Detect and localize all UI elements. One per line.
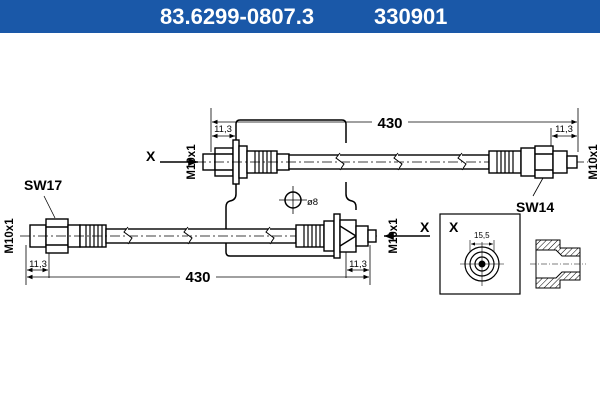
reference-number: 330901 xyxy=(374,4,448,29)
port-section-detail xyxy=(530,239,586,289)
upper-wrench-size: SW14 xyxy=(516,199,554,215)
upper-view-marker: X xyxy=(146,148,156,164)
upper-hose xyxy=(160,108,588,197)
lower-thread-left: M10x1 xyxy=(4,218,16,254)
lower-wrench-size: SW17 xyxy=(24,177,62,193)
detail-x-dimension: 15,5 xyxy=(474,231,490,240)
lower-length-label: 430 xyxy=(185,269,210,286)
header-band: 83.6299-0807.3 330901 xyxy=(0,0,600,33)
part-number: 83.6299-0807.3 xyxy=(160,4,315,29)
lower-view-marker: X xyxy=(420,219,430,235)
upper-thread-right: M10x1 xyxy=(588,144,600,180)
upper-end-length-right: 11,3 xyxy=(555,124,573,135)
lower-end-length-left: 11,3 xyxy=(29,259,47,270)
bracket-hole-diameter: ø8 xyxy=(307,197,318,208)
lower-hose xyxy=(20,195,430,285)
upper-thread-left: M10x1 xyxy=(186,144,198,180)
detail-x-view xyxy=(439,213,521,295)
lower-end-length-right: 11,3 xyxy=(349,259,367,270)
upper-length-label: 430 xyxy=(377,115,402,132)
lower-thread-right: M10x1 xyxy=(388,218,400,254)
detail-x-label: X xyxy=(449,219,459,235)
upper-end-length-left: 11,3 xyxy=(214,124,232,135)
